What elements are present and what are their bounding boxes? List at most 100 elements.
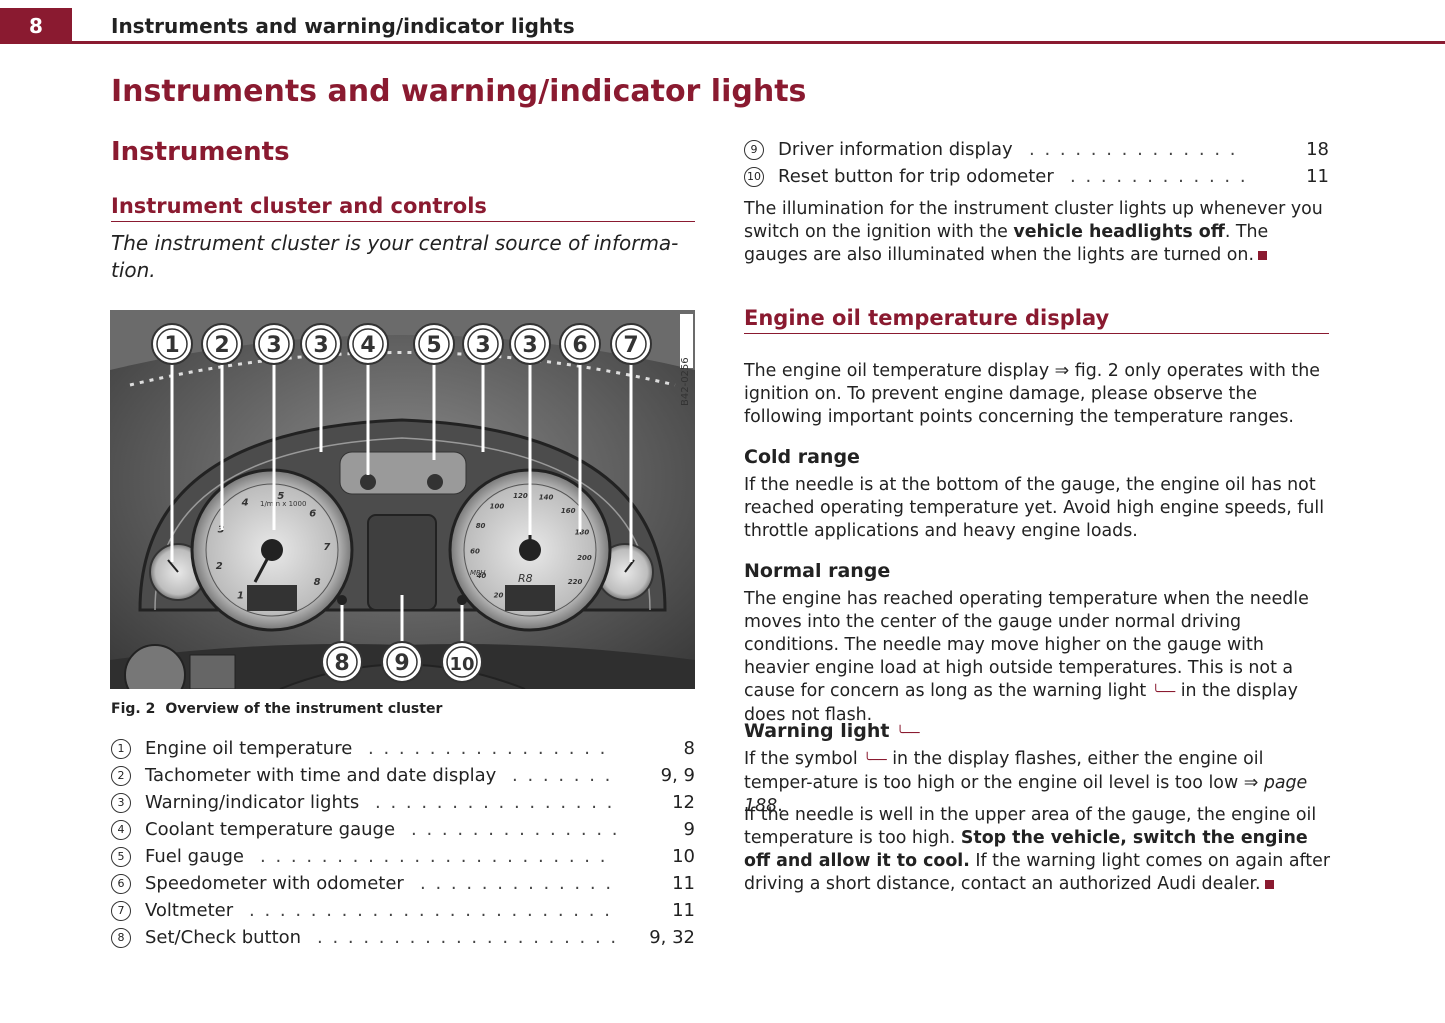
callout-label: 3 bbox=[266, 333, 281, 358]
callout-circle bbox=[321, 641, 363, 683]
legend-item: 3 Warning/indicator lights . . . . . . . .… bbox=[111, 789, 695, 816]
leader-dots: . . . . . . . . . . . . . . . . . . . . … bbox=[1070, 166, 1244, 187]
legend-page-ref[interactable]: 11 bbox=[1306, 166, 1329, 187]
tachometer-unit: 1/min x 1000 bbox=[260, 500, 306, 508]
leader-dots: . . . . . . . . . . . . . . . . . . . . … bbox=[420, 873, 616, 894]
normal-range-text-2: in the display does not flash. bbox=[744, 681, 1298, 725]
tick-label: 40 bbox=[477, 572, 487, 580]
callout-label: 5 bbox=[426, 333, 441, 358]
page-reference-link[interactable]: page 188 bbox=[744, 773, 1308, 816]
callout-ring bbox=[514, 328, 546, 360]
normal-range-text: The engine has reached operating tempera… bbox=[744, 588, 1334, 727]
callout-circle bbox=[610, 323, 652, 365]
oil-section-heading: Engine oil temperature display bbox=[744, 306, 1329, 334]
callout-ring bbox=[326, 646, 358, 678]
leader-dots: . . . . . . . . . . . . . . . . . . . . … bbox=[317, 927, 616, 948]
cold-range-heading: Cold range bbox=[744, 446, 860, 468]
callout-circle bbox=[347, 323, 389, 365]
tick-label: 6 bbox=[309, 508, 316, 519]
callout-number: 1 bbox=[111, 739, 131, 759]
tick-label: 1 bbox=[237, 590, 244, 601]
callout-circle bbox=[151, 323, 193, 365]
callout-ring bbox=[467, 328, 499, 360]
warning-text-3: . bbox=[777, 796, 783, 816]
legend-page-ref[interactable]: 9 bbox=[683, 819, 695, 840]
oil-intro-paragraph: The engine oil temperature display ⇒ fig… bbox=[744, 361, 1320, 427]
illumination-text-2: . The gauges are also illuminated when t… bbox=[744, 222, 1269, 265]
warning-light-title: Warning light bbox=[744, 720, 890, 742]
leader-dots: . . . . . . . . . . . . . . . . . . . . … bbox=[411, 819, 616, 840]
leader-dots: . . . . . . . . . . . . . . . . . . . . … bbox=[368, 738, 616, 759]
figure-code: B42-0256 bbox=[680, 357, 691, 406]
section-heading: Instruments bbox=[111, 137, 290, 167]
callout-circle bbox=[253, 323, 295, 365]
callout-number: 2 bbox=[111, 766, 131, 786]
end-mark bbox=[1257, 250, 1267, 260]
legend-page-ref[interactable]: 12 bbox=[672, 792, 695, 813]
callout-label: 3 bbox=[313, 333, 328, 358]
callout-label: 3 bbox=[522, 333, 537, 358]
callout-number: 3 bbox=[111, 793, 131, 813]
leader-dots: . . . . . . . . . . . . . . . . . . . . … bbox=[512, 765, 616, 786]
legend-label: Driver information display bbox=[778, 139, 1013, 160]
speedometer-unit: MPH bbox=[470, 569, 486, 577]
callout-number: 10 bbox=[744, 167, 764, 187]
callout-circle bbox=[559, 323, 601, 365]
high-temp-text-1: If the needle is well in the upper area … bbox=[744, 805, 1317, 848]
callout-ring bbox=[418, 328, 450, 360]
callout-ring bbox=[564, 328, 596, 360]
legend-label: Set/Check button bbox=[145, 927, 302, 948]
callout-number: 8 bbox=[111, 928, 131, 948]
legend-label: Coolant temperature gauge bbox=[145, 819, 396, 840]
high-temperature-paragraph: If the needle is well in the upper area … bbox=[744, 804, 1334, 896]
legend-page-ref[interactable]: 9, 32 bbox=[649, 927, 695, 948]
legend-page-ref[interactable]: 8 bbox=[683, 738, 695, 759]
callout-ring bbox=[446, 646, 478, 678]
legend-page-ref[interactable]: 10 bbox=[672, 846, 695, 867]
speedometer-brand: R8 bbox=[518, 572, 533, 585]
running-header-title: Instruments and warning/indicator lights bbox=[111, 14, 575, 38]
callout-ring bbox=[386, 646, 418, 678]
warning-text-2: in the display flashes, either the engin… bbox=[744, 749, 1264, 793]
tick-label: 100 bbox=[490, 502, 505, 510]
tick-label: 5 bbox=[277, 491, 284, 502]
legend-page-ref[interactable]: 11 bbox=[672, 900, 695, 921]
legend-page-ref[interactable]: 11 bbox=[672, 873, 695, 894]
callout-ring bbox=[206, 328, 238, 360]
warning-light-text: If the symbol ╰── in the display flashes… bbox=[744, 748, 1334, 818]
legend-item: 10 Reset button for trip odometer . . . . … bbox=[744, 163, 1329, 190]
legend-label: Warning/indicator lights bbox=[145, 792, 360, 813]
tick-label: 120 bbox=[513, 492, 528, 500]
callout-ring bbox=[258, 328, 290, 360]
callout-circle bbox=[201, 323, 243, 365]
leader-dots: . . . . . . . . . . . . . . . . . . . . … bbox=[375, 792, 616, 813]
oil-warning-icon: ╰── bbox=[863, 753, 887, 768]
legend-label: Tachometer with time and date display bbox=[145, 765, 497, 786]
callout-label: 3 bbox=[475, 333, 490, 358]
callout-label: 1 bbox=[164, 333, 179, 358]
leader-dots: . . . . . . . . . . . . . . . . . . . . … bbox=[1029, 139, 1244, 160]
tick-label: 3 bbox=[218, 525, 225, 536]
callout-label: 9 bbox=[394, 651, 409, 676]
legend-page-ref[interactable]: 9, 9 bbox=[660, 765, 695, 786]
header-rule bbox=[72, 41, 1445, 44]
callout-ring bbox=[156, 328, 188, 360]
legend-label: Speedometer with odometer bbox=[145, 873, 404, 894]
legend-item: 8 Set/Check button . . . . . . . . . . . .… bbox=[111, 924, 695, 951]
legend-page-ref[interactable]: 18 bbox=[1306, 139, 1329, 160]
oil-warning-icon: ╰── bbox=[896, 726, 920, 741]
normal-range-heading: Normal range bbox=[744, 560, 891, 582]
callout-number: 7 bbox=[111, 901, 131, 921]
callout-circle bbox=[413, 323, 455, 365]
legend-label: Reset button for trip odometer bbox=[778, 166, 1054, 187]
tick-label: 140 bbox=[539, 494, 554, 502]
callout-circle bbox=[441, 641, 483, 683]
leader-dots: . . . . . . . . . . . . . . . . . . . . … bbox=[249, 900, 616, 921]
callout-circle bbox=[462, 323, 504, 365]
